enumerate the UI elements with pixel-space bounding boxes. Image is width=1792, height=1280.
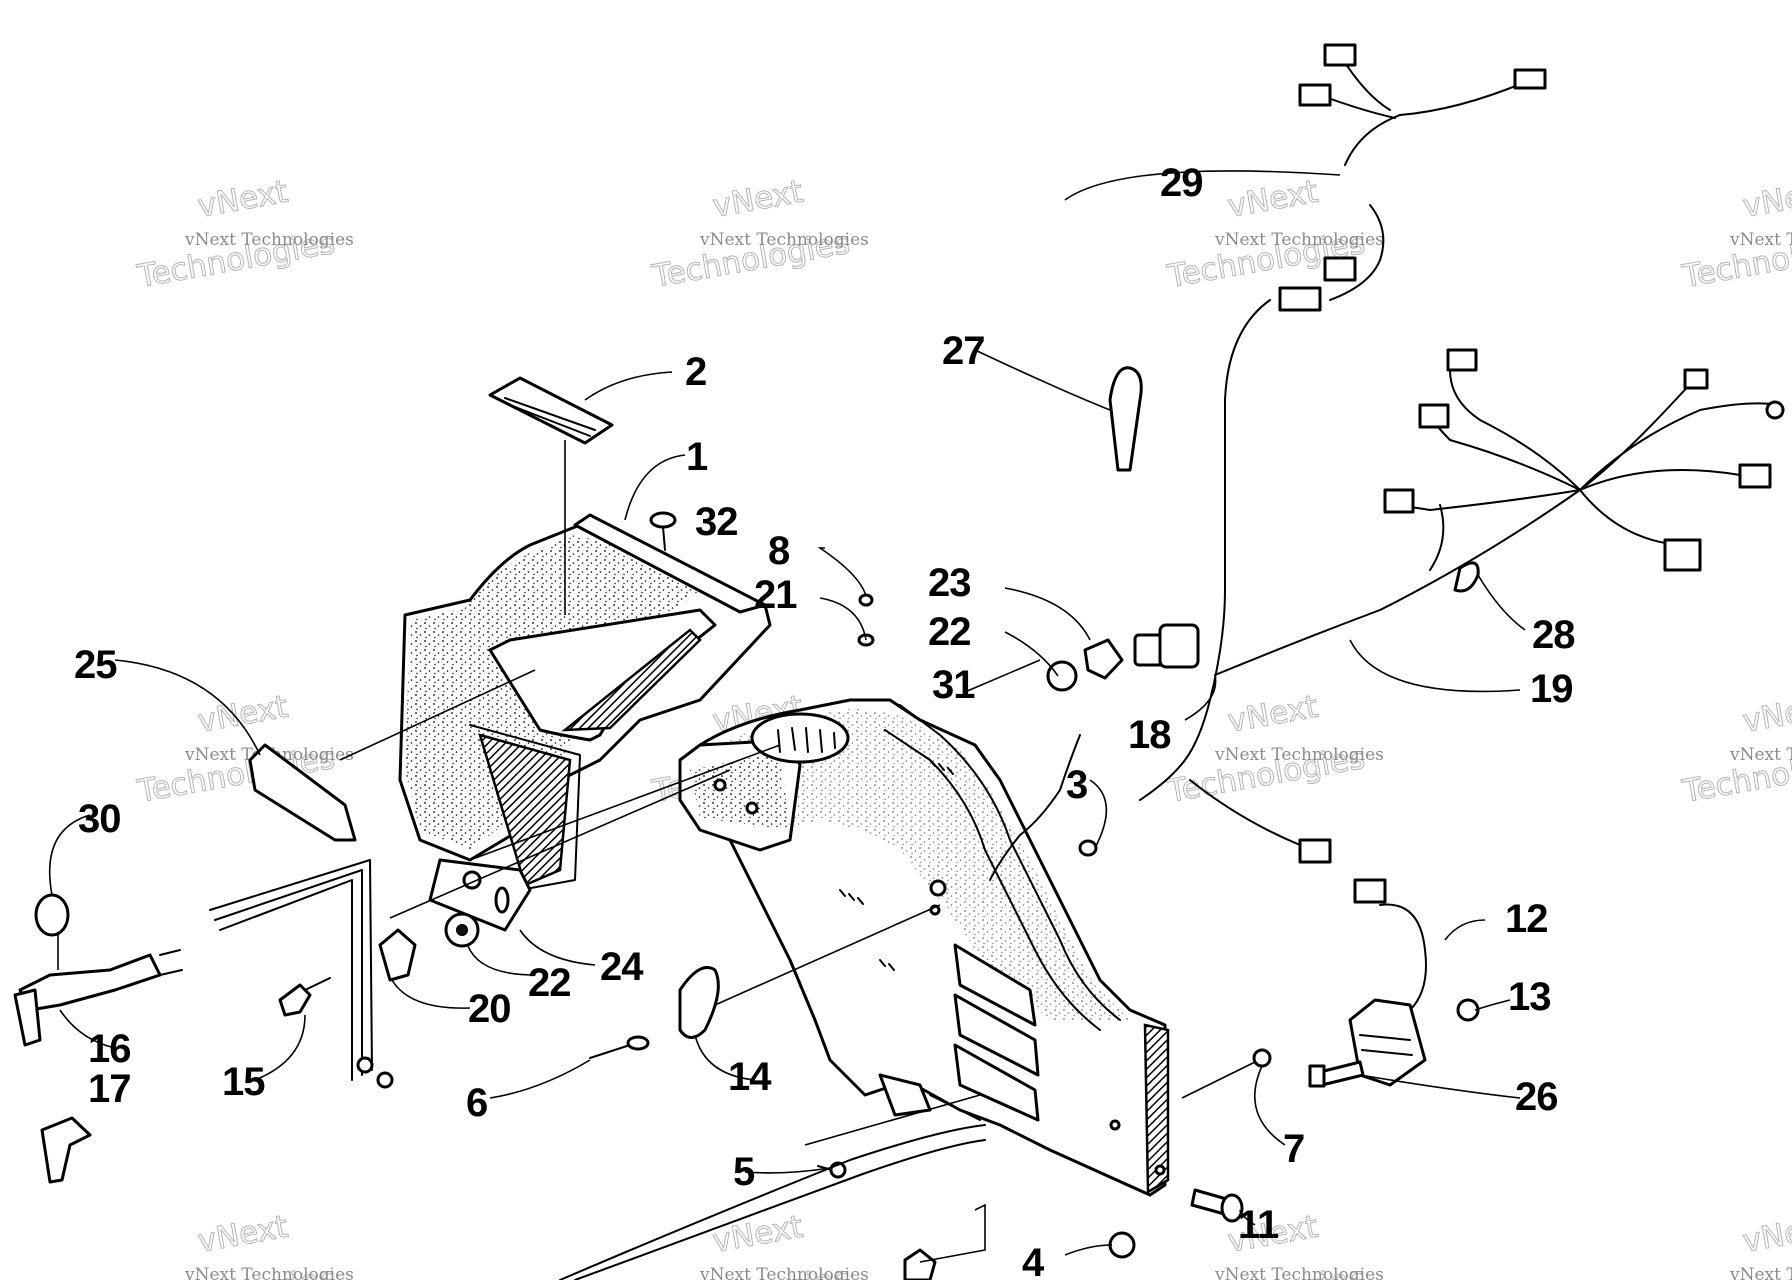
callout-4: 4 — [1022, 1241, 1045, 1280]
callout-22a: 22 — [528, 961, 571, 1005]
callout-21: 21 — [754, 573, 797, 617]
callout-32: 32 — [695, 500, 738, 544]
watermark-big-line: vNext — [1740, 689, 1792, 740]
watermark-big-line: vNext — [1740, 1209, 1792, 1260]
callout-7: 7 — [1283, 1127, 1304, 1171]
callout-22b: 22 — [928, 610, 971, 654]
wiring-harness — [989, 43, 1785, 1087]
watermark-big-line: vNext — [1740, 174, 1792, 225]
callout-3: 3 — [1066, 763, 1087, 807]
watermark-small-line: vNext Technologies — [184, 230, 354, 250]
watermark-big-line: vNext — [710, 174, 805, 225]
callout-23: 23 — [928, 561, 971, 605]
watermark-big-line: vNext — [710, 1209, 805, 1260]
watermark-small-line: vNext Technologies — [1729, 230, 1792, 250]
callout-14: 14 — [728, 1055, 772, 1099]
watermark-small-line: vNext Technologies — [1729, 745, 1792, 765]
callout-29: 29 — [1160, 161, 1203, 205]
callout-24: 24 — [600, 945, 644, 989]
callout-17: 17 — [88, 1067, 131, 1111]
watermark-small-line: vNext Technologies — [699, 1265, 869, 1280]
callout-16: 16 — [88, 1027, 131, 1071]
callout-20: 20 — [468, 987, 511, 1031]
watermark-small-line: vNext Technologies — [1214, 230, 1384, 250]
watermark-small-line: vNext Technologies — [1214, 745, 1384, 765]
watermark-small-line: vNext Technologies — [184, 1265, 354, 1280]
callout-11: 11 — [1238, 1203, 1279, 1247]
callout-15: 15 — [222, 1060, 265, 1104]
watermark-small-line: vNext Technologies — [699, 230, 869, 250]
callout-18: 18 — [1128, 713, 1171, 757]
callout-12: 12 — [1505, 897, 1548, 941]
watermark-big-line: vNext — [195, 1209, 290, 1260]
callout-31: 31 — [932, 663, 975, 707]
callout-26: 26 — [1515, 1075, 1558, 1119]
watermark-big-line: vNext — [195, 689, 290, 740]
callout-2: 2 — [685, 350, 706, 394]
callout-1: 1 — [686, 435, 708, 479]
callout-8: 8 — [768, 529, 790, 573]
watermark-big-line: vNext — [195, 174, 290, 225]
callout-13: 13 — [1508, 975, 1551, 1019]
callout-28: 28 — [1532, 613, 1575, 657]
callout-6: 6 — [466, 1081, 487, 1125]
callout-numbers: 1 2 3 4 5 6 7 8 11 12 13 14 15 16 17 18 … — [74, 161, 1576, 1280]
watermark-small-line: vNext Technologies — [1729, 1265, 1792, 1280]
watermark-big-line: vNext — [1225, 174, 1320, 225]
callout-25: 25 — [74, 643, 117, 687]
callout-30: 30 — [78, 797, 121, 841]
console-housing — [398, 513, 1170, 1197]
callout-27: 27 — [942, 329, 985, 373]
watermark-big-line: vNext — [1225, 689, 1320, 740]
callout-19: 19 — [1530, 667, 1573, 711]
loose-parts — [13, 376, 1480, 1280]
callout-5: 5 — [733, 1150, 755, 1194]
leader-lines — [48, 170, 1526, 1263]
watermark-small-line: vNext Technologies — [1214, 1265, 1384, 1280]
